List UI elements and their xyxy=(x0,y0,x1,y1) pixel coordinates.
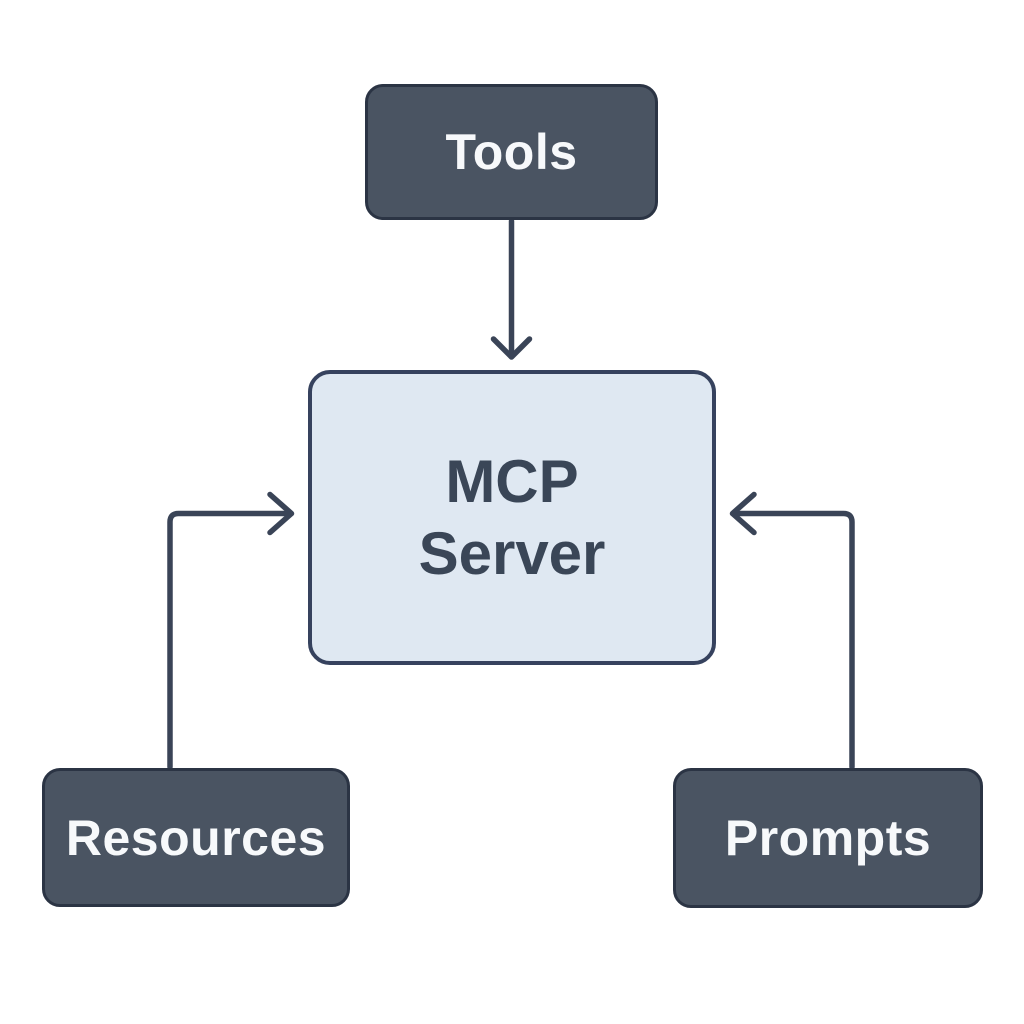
node-mcp-server: MCP Server xyxy=(308,370,716,665)
edge-resources-to-mcp xyxy=(167,491,295,770)
node-resources-label: Resources xyxy=(65,809,327,866)
node-mcp-server-label-line2: Server xyxy=(418,519,606,587)
node-tools: Tools xyxy=(365,84,658,220)
node-tools-label: Tools xyxy=(445,124,578,180)
node-prompts: Prompts xyxy=(673,768,983,908)
edge-tools-to-mcp xyxy=(490,218,533,360)
arrowhead-left-icon xyxy=(729,491,757,536)
arrowhead-down-icon xyxy=(490,336,533,360)
arrowhead-right-icon xyxy=(267,491,295,536)
node-mcp-server-label-line1: MCP xyxy=(445,447,579,515)
node-resources: Resources xyxy=(42,768,350,907)
edge-prompts-to-mcp xyxy=(729,491,855,770)
node-prompts-label: Prompts xyxy=(724,810,932,866)
